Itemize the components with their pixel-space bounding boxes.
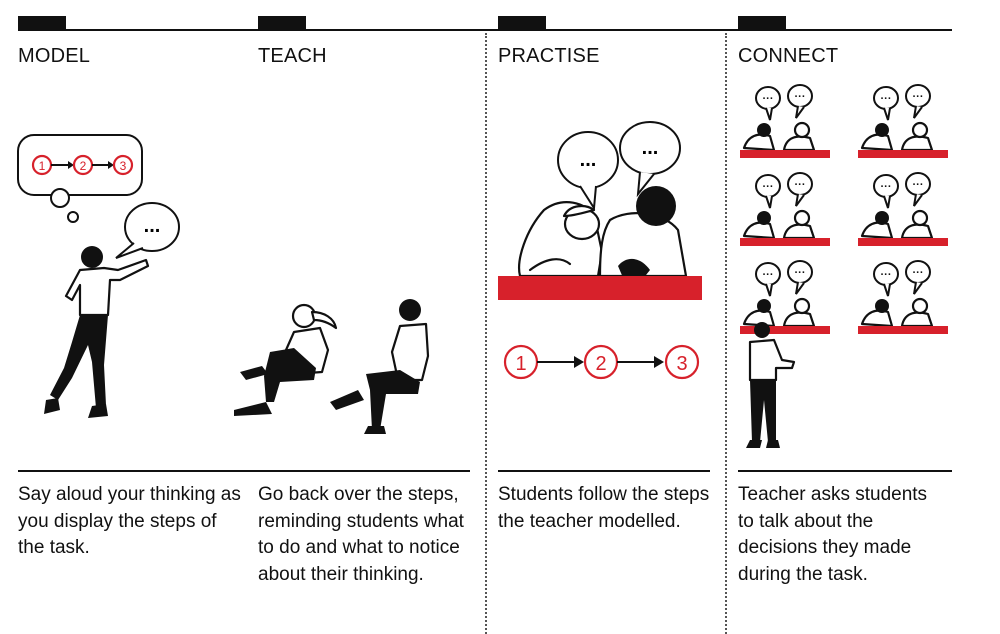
caption-rule-practise [498, 470, 710, 472]
top-rule [18, 29, 952, 31]
teacher-trousers [50, 315, 108, 408]
teach-illustration [234, 299, 430, 434]
student-shoe [234, 402, 272, 416]
caption-connect: Teacher asks students to talk about the … [738, 484, 928, 585]
divider-practise-connect [725, 33, 727, 634]
practise-illustration: ... ... 1 2 3 [498, 121, 702, 380]
step-number: 3 [120, 159, 127, 173]
step-number: 1 [515, 353, 526, 375]
teacher-shoe [746, 440, 762, 448]
student-group [738, 83, 832, 160]
student-group [856, 171, 950, 248]
student-group [856, 83, 950, 160]
step-number: 2 [595, 353, 606, 375]
student-figure [234, 303, 338, 416]
teacher-shoe [88, 404, 108, 418]
arrow-head [654, 356, 664, 368]
student-ponytail [310, 310, 338, 330]
speech-bubble-text: ... [144, 215, 161, 237]
speech-bubble-text: ... [642, 137, 659, 159]
student-head [291, 303, 317, 329]
heading-model: MODEL [18, 45, 91, 67]
tab-practise [498, 16, 546, 29]
heading-connect: CONNECT [738, 45, 839, 67]
step-number: 3 [676, 353, 687, 375]
desk [498, 276, 702, 300]
student-hand [618, 258, 650, 280]
caption-rule-connect [738, 470, 952, 472]
arrow-head [574, 356, 584, 368]
practise-steps: 1 2 3 [503, 344, 700, 380]
tab-connect [738, 16, 786, 29]
teacher-figure [746, 322, 796, 448]
model-illustration: 1 2 3 ... [17, 134, 180, 418]
student-shirt [390, 322, 430, 382]
student-head [636, 186, 676, 226]
caption-rule-left [18, 470, 470, 472]
student-figure [598, 186, 688, 280]
step-circle [112, 154, 134, 176]
student-head [399, 299, 421, 321]
teacher-shoe [766, 440, 780, 448]
divider-teach-practise [485, 33, 487, 634]
tab-teach [258, 16, 306, 29]
step-number: 1 [39, 159, 46, 173]
student-shoe [240, 366, 268, 380]
step-circle [664, 344, 700, 380]
student-trousers [264, 348, 316, 402]
caption-model: Say aloud your thinking as you display t… [18, 484, 241, 558]
student-arm [528, 258, 572, 272]
student-figure [330, 299, 430, 434]
speech-bubble-text: ... [580, 149, 597, 171]
connect-illustration: ··· ··· [738, 83, 950, 448]
tab-model [18, 16, 66, 29]
thought-dot-large [50, 188, 70, 208]
caption-practise: Students follow the steps the teacher mo… [498, 484, 710, 532]
student-group [738, 259, 832, 336]
student-group [738, 171, 832, 248]
student-group [856, 259, 950, 336]
heading-teach: TEACH [258, 45, 327, 67]
arrow-head [68, 161, 74, 169]
student-shoe [364, 426, 386, 434]
student-hair [562, 204, 596, 218]
teacher-head [754, 322, 770, 338]
speech-bubble: ... [619, 121, 681, 198]
teacher-trousers [750, 380, 776, 442]
step-number: 2 [80, 159, 87, 173]
student-figure [518, 201, 604, 278]
student-shoe [330, 390, 364, 410]
teacher-shoe [44, 398, 60, 414]
speech-bubble: ... [115, 202, 180, 259]
caption-teach: Go back over the steps, reminding studen… [258, 484, 464, 585]
thought-dot-small [67, 211, 79, 223]
model-steps: 1 2 3 [31, 154, 134, 176]
heading-practise: PRACTISE [498, 45, 600, 67]
teacher-shirt [748, 338, 796, 382]
teacher-head [81, 246, 103, 268]
teacher-shirt [64, 258, 150, 317]
teacher-figure [44, 246, 150, 418]
student-trousers [366, 370, 420, 430]
student-body [598, 212, 688, 278]
arrow-head [108, 161, 114, 169]
speech-bubble: ... [557, 131, 619, 212]
